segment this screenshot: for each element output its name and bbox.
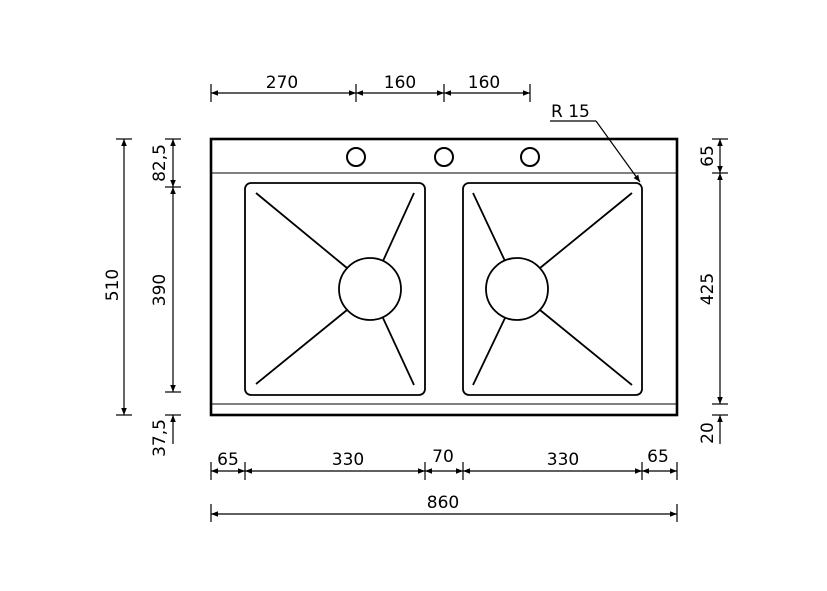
radius-callout: R 15 bbox=[550, 102, 641, 183]
bottom-dimensions: 65 330 70 330 65 860 bbox=[210, 447, 678, 522]
tap-holes bbox=[346, 147, 540, 167]
right-dimensions: 65 425 20 bbox=[698, 138, 728, 444]
dim-510: 510 bbox=[103, 269, 123, 301]
dim-20: 20 bbox=[698, 422, 718, 444]
dim-65-bottom-right: 65 bbox=[647, 447, 669, 467]
dim-82-5: 82,5 bbox=[150, 144, 170, 182]
top-dimensions: 270 160 160 bbox=[210, 73, 531, 102]
dim-860: 860 bbox=[427, 493, 459, 513]
tap-hole-right bbox=[520, 147, 540, 167]
dim-65-right: 65 bbox=[698, 145, 718, 167]
radius-label: R 15 bbox=[551, 102, 590, 122]
tap-hole-center bbox=[434, 147, 454, 167]
sink-outline bbox=[209, 137, 679, 417]
dim-425: 425 bbox=[698, 273, 718, 305]
dim-160-right: 160 bbox=[468, 73, 500, 93]
dim-330-left: 330 bbox=[332, 450, 364, 470]
tap-hole-left bbox=[346, 147, 366, 167]
dim-390: 390 bbox=[150, 274, 170, 306]
drain-left bbox=[338, 257, 402, 321]
dim-270: 270 bbox=[266, 73, 298, 93]
dim-330-right: 330 bbox=[547, 450, 579, 470]
left-dimensions: 510 82,5 390 37,5 bbox=[103, 138, 181, 457]
dim-65-bottom-left: 65 bbox=[217, 450, 239, 470]
basin-left bbox=[244, 182, 426, 396]
dim-37-5: 37,5 bbox=[150, 419, 170, 457]
basin-right bbox=[462, 182, 643, 396]
dim-70: 70 bbox=[432, 447, 454, 467]
drain-right bbox=[485, 257, 549, 321]
dim-160-left: 160 bbox=[384, 73, 416, 93]
